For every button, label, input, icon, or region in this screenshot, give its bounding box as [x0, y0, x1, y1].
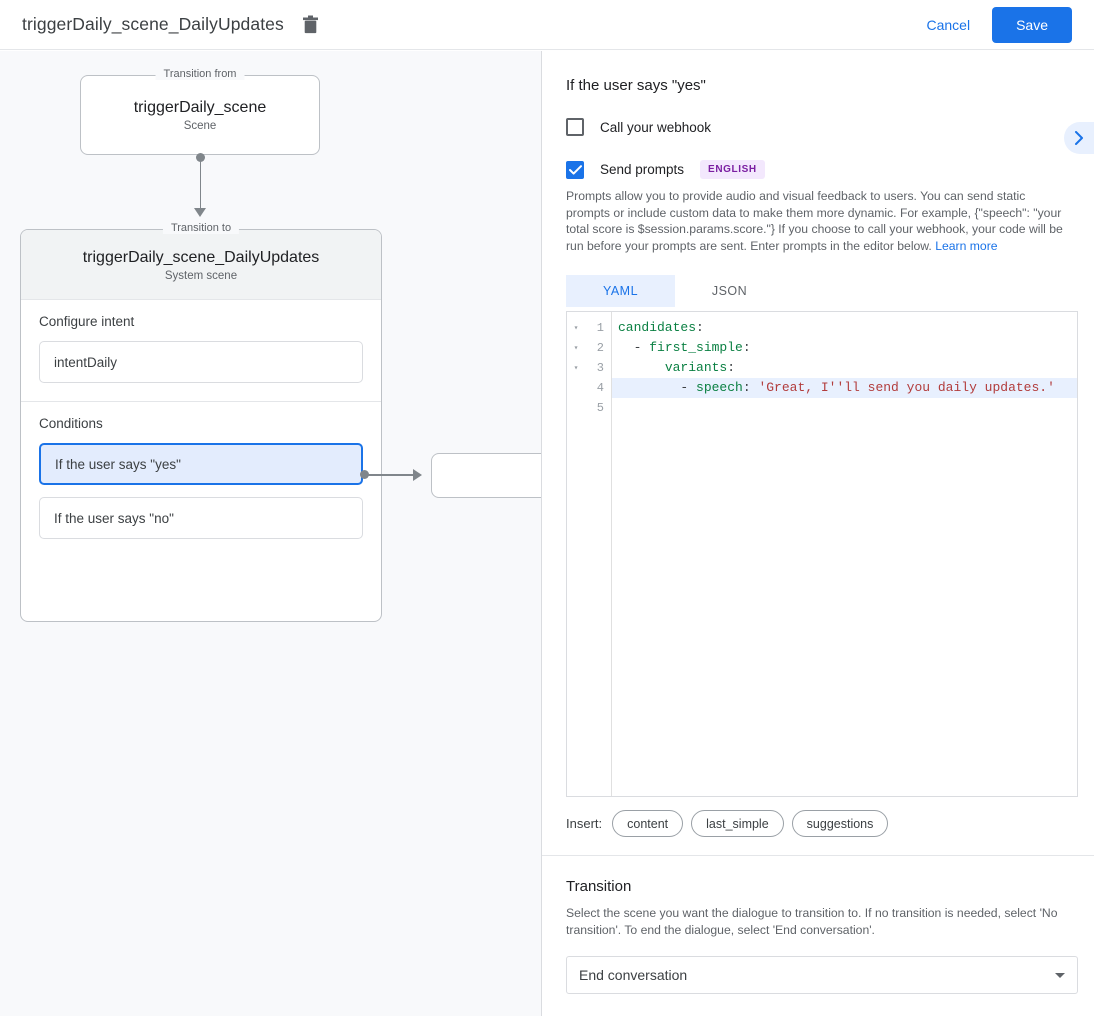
connector-line-horizontal — [368, 474, 414, 476]
fold-toggle-icon[interactable]: ▾ — [573, 344, 579, 353]
learn-more-link[interactable]: Learn more — [935, 238, 998, 253]
insert-chip-suggestions[interactable]: suggestions — [791, 810, 889, 837]
connector-arrow-right — [413, 469, 422, 481]
line-number: 3 — [596, 361, 604, 375]
configure-intent-section: Configure intent intentDaily — [21, 299, 381, 401]
code-token: - — [618, 380, 697, 395]
connector-arrow-down — [194, 208, 206, 217]
transition-to-legend: Transition to — [162, 222, 240, 234]
tab-yaml[interactable]: YAML — [566, 275, 675, 307]
save-button[interactable]: Save — [992, 6, 1072, 43]
send-prompts-checkbox[interactable] — [566, 160, 584, 179]
webhook-checkbox[interactable] — [566, 118, 584, 136]
trash-icon-glyph — [303, 15, 319, 34]
webhook-label: Call your webhook — [600, 119, 712, 135]
transition-to-node[interactable]: Transition to triggerDaily_scene_DailyUp… — [20, 222, 382, 622]
connector-line-vertical — [199, 157, 201, 209]
code-token: speech — [696, 380, 743, 395]
editor-line-number: ▾2 — [567, 338, 611, 358]
condition-row-no[interactable]: If the user says "no" — [39, 497, 363, 539]
prompts-description: Prompts allow you to provide audio and v… — [566, 188, 1070, 254]
webhook-checkbox-row[interactable]: Call your webhook — [566, 118, 1070, 136]
code-token — [618, 360, 665, 375]
send-prompts-checkbox-row[interactable]: Send prompts ENGLISH — [566, 160, 1070, 179]
configure-intent-label: Configure intent — [39, 314, 135, 329]
code-token: : — [742, 380, 759, 395]
details-panel: If the user says "yes" Call your webhook… — [542, 51, 1094, 1016]
editor-code-line: - first_simple: — [612, 338, 1077, 358]
transition-to-title: triggerDaily_scene_DailyUpdates — [82, 249, 320, 266]
chevron-right-glyph — [1075, 131, 1083, 145]
line-number: 1 — [596, 321, 604, 335]
editor-code-line: - speech: 'Great, I''ll send you daily u… — [612, 378, 1077, 398]
code-token: first_simple — [649, 340, 743, 355]
editor-code-line: variants: — [612, 358, 1077, 378]
code-token: candidates — [618, 320, 697, 335]
editor-line-number: ▾3 — [567, 358, 611, 378]
details-panel-body: Call your webhook Send prompts ENGLISH P… — [542, 118, 1094, 994]
trash-icon[interactable] — [298, 12, 324, 38]
code-token: - — [618, 340, 650, 355]
code-token: : — [696, 320, 704, 335]
chevron-down-icon — [1055, 972, 1065, 978]
insert-chip-last-simple[interactable]: last_simple — [691, 810, 784, 837]
transition-from-subtitle: Scene — [183, 119, 217, 132]
check-icon — [568, 164, 582, 175]
transition-select[interactable]: End conversation — [566, 956, 1078, 994]
cancel-button[interactable]: Cancel — [914, 9, 982, 41]
line-number: 5 — [596, 401, 604, 415]
editor-line-number: 4 — [567, 378, 611, 398]
app-header: triggerDaily_scene_DailyUpdates Cancel S… — [0, 0, 1094, 50]
page-title: triggerDaily_scene_DailyUpdates — [22, 14, 284, 34]
fold-toggle-icon[interactable]: ▾ — [573, 364, 579, 373]
panel-divider — [541, 51, 542, 1016]
details-panel-title: If the user says "yes" — [566, 77, 706, 94]
insert-label: Insert: — [566, 816, 603, 831]
transition-to-header: triggerDaily_scene_DailyUpdates System s… — [21, 230, 381, 299]
insert-chip-content[interactable]: content — [612, 810, 684, 837]
transition-from-node[interactable]: Transition from triggerDaily_scene Scene — [80, 68, 320, 155]
editor-format-tabs: YAML JSON — [566, 275, 1070, 307]
intent-value-field[interactable]: intentDaily — [39, 341, 363, 383]
fold-toggle-icon[interactable]: ▾ — [573, 324, 579, 333]
code-token: : — [727, 360, 736, 375]
editor-code-line: candidates: — [612, 318, 1077, 338]
transition-from-title: triggerDaily_scene — [133, 98, 267, 116]
condition-row-yes[interactable]: If the user says "yes" — [39, 443, 363, 485]
code-token: 'Great, I''ll send you daily updates.' — [758, 380, 1055, 395]
editor-code-line — [612, 398, 1077, 418]
details-panel-header: If the user says "yes" — [542, 51, 1094, 94]
editor-code-area[interactable]: candidates: - first_simple: variants: - … — [612, 312, 1077, 796]
editor-line-number: ▾1 — [567, 318, 611, 338]
scene-graph-canvas[interactable]: Transition from triggerDaily_scene Scene… — [0, 51, 541, 1016]
chevron-right-icon[interactable] — [1064, 122, 1094, 154]
insert-chips-row: Insert: content last_simple suggestions — [566, 810, 1070, 837]
editor-line-number: 5 — [567, 398, 611, 418]
transition-section-description: Select the scene you want the dialogue t… — [566, 906, 1058, 937]
conditions-label: Conditions — [39, 416, 103, 431]
code-token: variants — [664, 360, 728, 375]
section-divider — [542, 855, 1094, 856]
line-number: 4 — [596, 381, 604, 395]
transition-to-subtitle: System scene — [164, 270, 238, 282]
language-badge: ENGLISH — [700, 160, 765, 179]
send-prompts-label: Send prompts — [600, 162, 685, 177]
code-token: : — [742, 340, 751, 355]
tab-json[interactable]: JSON — [711, 284, 748, 298]
transition-from-legend: Transition from — [155, 68, 245, 80]
transition-select-value: End conversation — [579, 967, 688, 983]
target-node-clipped[interactable] — [431, 453, 541, 498]
conditions-section: Conditions If the user says "yes" If the… — [21, 401, 381, 557]
transition-section-title: Transition — [566, 878, 632, 895]
line-number: 2 — [596, 341, 604, 355]
connector-dot-condition — [360, 470, 369, 479]
prompts-description-text: Prompts allow you to provide audio and v… — [566, 189, 1063, 253]
